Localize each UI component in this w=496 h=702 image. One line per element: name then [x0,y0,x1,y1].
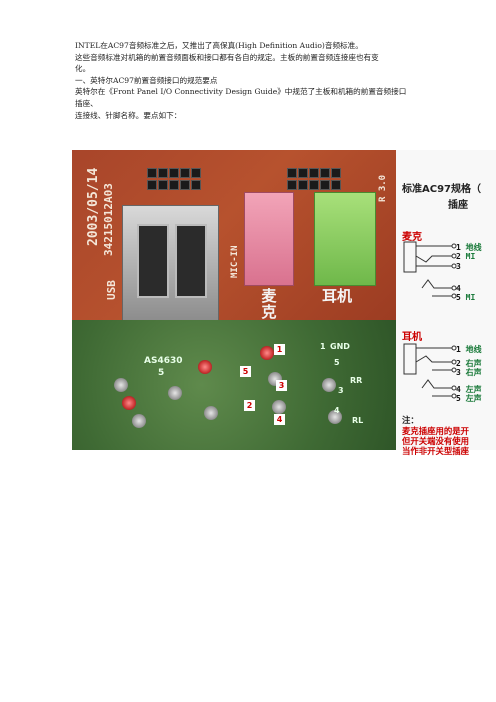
right-pin-5: 5 [334,358,340,367]
mic-pin-3: 3 [456,262,461,271]
mic-cn-label: 麦克 [261,287,277,320]
hp-pin-4: 4 左声 [456,385,482,394]
hp-pin-1: 1 地线 [456,345,482,354]
paragraph-intro: INTEL在AC97音频标准之后，又推出了高保真(High Definition… [75,41,363,50]
right-pin-1: 1 [320,342,326,351]
hp-pin-2: 2 右声 [456,359,482,368]
side-label: R 3.0 [378,174,388,202]
chip-label: AS4630 [144,356,183,366]
paragraph-points: 连接线、针脚名称。要点如下： [75,110,182,120]
diagram-subtitle: 插座 [448,200,468,211]
pin-marker-2: 2 [244,400,255,411]
paragraph-standards: 这些音频标准对机箱的前置音频面板和接口都有各自的规定。主板的前置音频连接座也有变 [75,52,379,62]
mic-pin-4: 4 [456,284,461,293]
article-text: INTEL在AC97音频标准之后，又推出了高保真(High Definition… [75,40,435,121]
right-pin-3: 3 [338,386,344,395]
headphone-jack-schematic-icon [403,343,457,399]
rl-label: RL [352,416,364,425]
paragraph-guide-cont: 插座、 [75,98,98,108]
board-front-photo: 2003/05/14 34215012A03 USB MIC-IN R 3.0 … [72,150,396,320]
right-pin-4: 4 [334,406,340,415]
rr-label: RR [350,376,363,385]
board-back-photo: AS4630 5 1 5 3 2 4 1 GND 5 RR 3 4 RL [72,320,396,450]
pin-marker-3: 3 [276,380,287,391]
section-heading: 一、英特尔AC97前置音频接口的规范要点 [75,75,218,85]
headphone-heading: 耳机 [402,332,422,343]
pin-marker-4: 4 [274,414,285,425]
chip-sub-label: 5 [158,368,165,378]
audio-connector-figure: 2003/05/14 34215012A03 USB MIC-IN R 3.0 … [72,150,496,456]
paragraph-standards-cont: 化。 [75,64,91,74]
usb-port [122,205,219,320]
pin-header-left [147,168,201,190]
note-line-1: 麦克插座用的是开 [402,426,469,436]
usb-label: USB [105,280,118,300]
pin-marker-1: 1 [274,344,285,355]
mic-heading: 麦克 [402,232,422,243]
headphone-jack [314,192,376,286]
gnd-label: GND [330,342,350,351]
note-line-2: 但开关端没有使用 [402,436,469,446]
mic-in-label: MIC-IN [230,245,240,278]
hp-pin-5: 5 左声 [456,394,482,403]
mic-pin-5: 5 MI [456,293,476,302]
diagram-title: 标准AC97规格（ [402,184,481,195]
mic-pin-1: 1 地线 [456,243,482,252]
paragraph-guide: 英特尔在《Front Panel I/O Connectivity Design… [75,87,407,97]
headphone-cn-label: 耳机 [322,287,353,305]
pin-marker-5: 5 [240,366,251,377]
note-label: 注： [402,415,419,425]
hp-pin-3: 3 右声 [456,368,482,377]
mic-pin-2: 2 MI [456,252,476,261]
pin-header-right [287,168,341,190]
mic-jack-schematic-icon [403,241,457,299]
board-code-label: 34215012A03 [102,183,115,256]
mic-jack [244,192,294,286]
ac97-pin-diagram: 标准AC97规格（ 插座 麦克 1 地线 2 MI 3 4 5 MI 耳机 [396,150,496,456]
board-date-label: 2003/05/14 [86,167,101,246]
note-line-3: 当作非开关型插座 [402,446,469,456]
